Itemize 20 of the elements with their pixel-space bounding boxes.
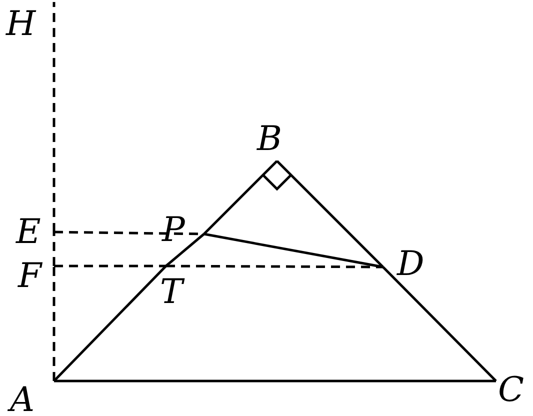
point-label: D	[397, 246, 424, 282]
dashed-line	[52, 2, 56, 232]
line-segment	[53, 265, 167, 382]
line-segment	[276, 160, 384, 268]
line-segment	[203, 160, 278, 235]
line-segment	[165, 233, 205, 267]
point-label: C	[498, 372, 524, 408]
point-label: T	[160, 274, 183, 310]
point-label: B	[257, 121, 282, 157]
point-label: A	[10, 382, 35, 416]
point-label: H	[6, 6, 36, 42]
line-segment	[382, 266, 497, 382]
dashed-line	[54, 264, 166, 268]
dashed-line	[52, 232, 56, 266]
line-segment	[54, 380, 496, 382]
point-label: F	[18, 258, 42, 294]
line-segment	[204, 232, 384, 268]
dashed-line	[166, 264, 383, 268]
dashed-line	[52, 266, 56, 381]
point-label: E	[16, 214, 41, 250]
